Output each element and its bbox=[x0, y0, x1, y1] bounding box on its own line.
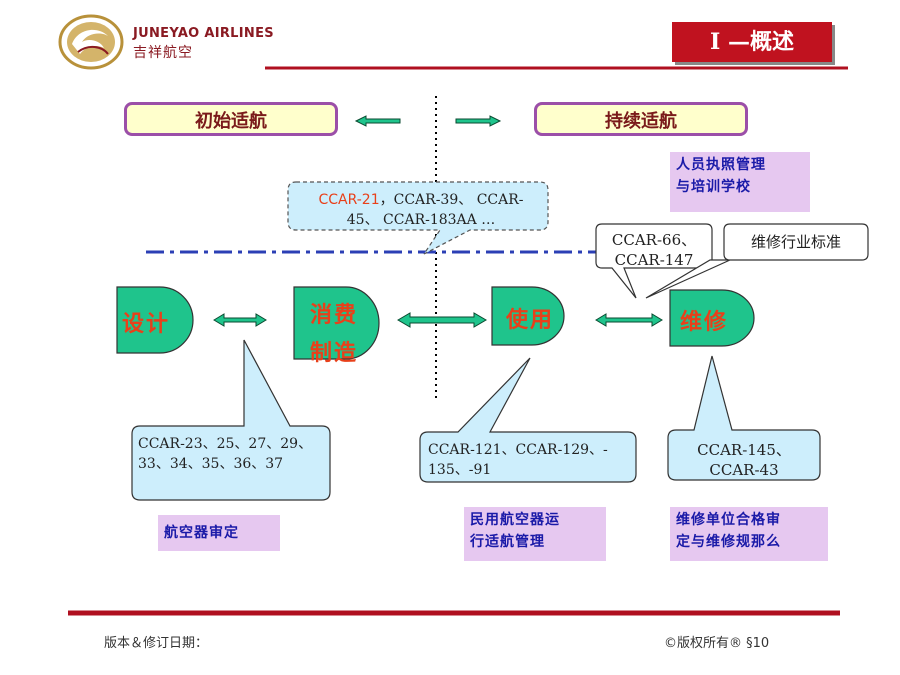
box-continuing-airworthiness: 持续适航 bbox=[534, 102, 748, 136]
callout-ccar21-text: CCAR-21，CCAR-39、 CCAR- 45、 CCAR-183AA … bbox=[298, 190, 544, 230]
node-label-manufacture: 消费 制造 bbox=[310, 296, 358, 372]
use-line2: 135、-91 bbox=[428, 462, 492, 478]
ccar21-rest: ，CCAR-39、 CCAR- bbox=[379, 192, 524, 208]
maint-line2: CCAR-43 bbox=[709, 461, 779, 479]
brand-name-en: JUNEYAO AIRLINES bbox=[133, 26, 274, 41]
brand-name-zh: 吉祥航空 bbox=[133, 45, 193, 61]
callout-ccar21 bbox=[287, 181, 549, 255]
top-arrow-left bbox=[354, 115, 401, 127]
ccar66-line2: CCAR-147 bbox=[614, 251, 694, 269]
manufacture-line1: 消费 bbox=[310, 302, 359, 328]
node-maintenance bbox=[669, 289, 755, 347]
footer-version: 版本＆修订日期： bbox=[104, 636, 209, 651]
ccar21-line2: 45、 CCAR-183AA … bbox=[346, 212, 496, 228]
node-use bbox=[491, 286, 565, 346]
top-arrow-right bbox=[455, 115, 502, 127]
maint-line1: CCAR-145、 bbox=[697, 441, 791, 459]
callout-industry-standard bbox=[645, 223, 869, 299]
double-arrow-design-manufacture bbox=[213, 313, 267, 327]
callout-industry-standard-text: 维修行业标准 bbox=[750, 233, 841, 251]
callout-ccar66-text: CCAR-66、 CCAR-147 bbox=[600, 230, 708, 270]
ccar21-red: CCAR-21 bbox=[318, 192, 380, 208]
callout-use-text: CCAR-121、CCAR-129、- 135、-91 bbox=[428, 440, 634, 480]
design-line1: CCAR-23、25、27、29、 bbox=[138, 436, 313, 452]
double-arrow-use-maintenance bbox=[595, 313, 663, 327]
civil-ops-line2: 行适航管理 bbox=[470, 534, 545, 550]
callout-use bbox=[419, 357, 637, 483]
node-label-maintenance: 维修 bbox=[680, 309, 729, 335]
callout-maintenance-text: CCAR-145、 CCAR-43 bbox=[670, 440, 818, 480]
civil-ops-line1: 民用航空器运 bbox=[470, 512, 560, 528]
personnel-line2: 与培训学校 bbox=[676, 179, 751, 195]
personnel-line1: 人员执照管理 bbox=[676, 157, 766, 173]
label-civil-operations: 民用航空器运 行适航管理 bbox=[464, 507, 606, 561]
label-aircraft-certification: 航空器审定 bbox=[158, 515, 280, 551]
node-label-use: 使用 bbox=[506, 307, 555, 333]
ccar66-line1: CCAR-66、 bbox=[611, 231, 697, 249]
box-initial-airworthiness: 初始适航 bbox=[124, 102, 338, 136]
label-personnel-licensing: 人员执照管理 与培训学校 bbox=[670, 152, 810, 212]
manufacture-line2: 制造 bbox=[310, 340, 359, 366]
section-title: I —概述 bbox=[672, 22, 832, 62]
footer-copyright: ©版权所有® §10 bbox=[664, 636, 770, 651]
design-line2: 33、34、35、36、37 bbox=[138, 456, 284, 472]
node-design bbox=[116, 286, 194, 354]
node-label-design: 设计 bbox=[122, 311, 171, 337]
callout-maintenance bbox=[667, 355, 821, 481]
double-arrow-manufacture-use bbox=[397, 312, 487, 328]
node-manufacture bbox=[293, 286, 380, 360]
maint-org-line1: 维修单位合格审 bbox=[676, 512, 781, 528]
juneyao-logo-icon bbox=[58, 14, 124, 70]
use-line1: CCAR-121、CCAR-129、- bbox=[428, 442, 608, 458]
callout-design bbox=[131, 339, 331, 501]
maint-org-line2: 定与维修规那么 bbox=[676, 534, 781, 550]
callout-ccar66 bbox=[595, 223, 713, 299]
label-maintenance-org: 维修单位合格审 定与维修规那么 bbox=[670, 507, 828, 561]
callout-design-text: CCAR-23、25、27、29、 33、34、35、36、37 bbox=[138, 434, 328, 474]
